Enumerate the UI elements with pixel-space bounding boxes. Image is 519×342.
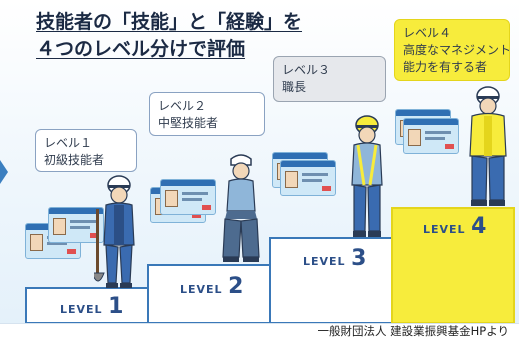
level-1-bubble-role: 初級技能者 — [44, 153, 105, 167]
title-line-2: ４つのレベル分けで評価 — [36, 38, 246, 60]
level-1-label: LEVEL 1 — [60, 294, 123, 319]
level-2-bubble-title: レベル２ — [158, 99, 207, 113]
level-4-id-card-icon-2 — [403, 118, 459, 154]
level-2-id-card-icon-2 — [160, 179, 216, 215]
level-3-bubble-role: 職長 — [282, 80, 307, 94]
level-3-label: LEVEL 3 — [303, 246, 366, 271]
level-4-number: 4 — [471, 214, 487, 239]
level-3-word: LEVEL — [303, 255, 346, 268]
level-2-bubble: レベル２ 中堅技能者 — [149, 92, 265, 136]
level-1-bubble: レベル１ 初級技能者 — [35, 129, 137, 172]
level-1-worker-icon — [94, 175, 135, 288]
level-3-id-card-icon-2 — [280, 160, 336, 196]
level-4-bubble-title: レベル４ — [403, 26, 452, 40]
level-4-word: LEVEL — [423, 223, 466, 236]
page-title: 技能者の「技能」と「経験」を ４つのレベル分けで評価 — [36, 9, 302, 63]
level-3-bubble: レベル３ 職長 — [273, 56, 386, 102]
level-4-label: LEVEL 4 — [423, 214, 486, 239]
left-arrow-notch — [0, 160, 8, 184]
level-3-number: 3 — [351, 246, 367, 271]
footer-band — [0, 323, 519, 342]
level-2-bubble-role: 中堅技能者 — [158, 116, 219, 130]
level-1-number: 1 — [108, 294, 124, 319]
level-1-word: LEVEL — [60, 303, 103, 316]
level-2-number: 2 — [228, 274, 244, 299]
level-2-word: LEVEL — [180, 283, 223, 296]
level-3-worker-icon — [351, 115, 383, 237]
level-2-worker-icon — [222, 154, 260, 262]
level-1-bubble-title: レベル１ — [44, 136, 93, 150]
level-2-label: LEVEL 2 — [180, 274, 243, 299]
source-credit: 一般財団法人 建設業振興基金HPより — [317, 324, 509, 338]
level-4-bubble: レベル４ 高度なマネジメント 能力を有する者 — [394, 19, 512, 81]
level-2-step — [147, 264, 271, 324]
title-line-1: 技能者の「技能」と「経験」を — [36, 11, 303, 33]
level-3-bubble-title: レベル３ — [282, 63, 331, 77]
level-4-worker-icon — [469, 86, 507, 206]
level-4-bubble-role-1: 高度なマネジメント — [403, 43, 512, 57]
level-4-step — [391, 207, 515, 324]
level-1-id-card-icon-2 — [48, 207, 104, 243]
level-4-bubble-role-2: 能力を有する者 — [403, 60, 488, 74]
